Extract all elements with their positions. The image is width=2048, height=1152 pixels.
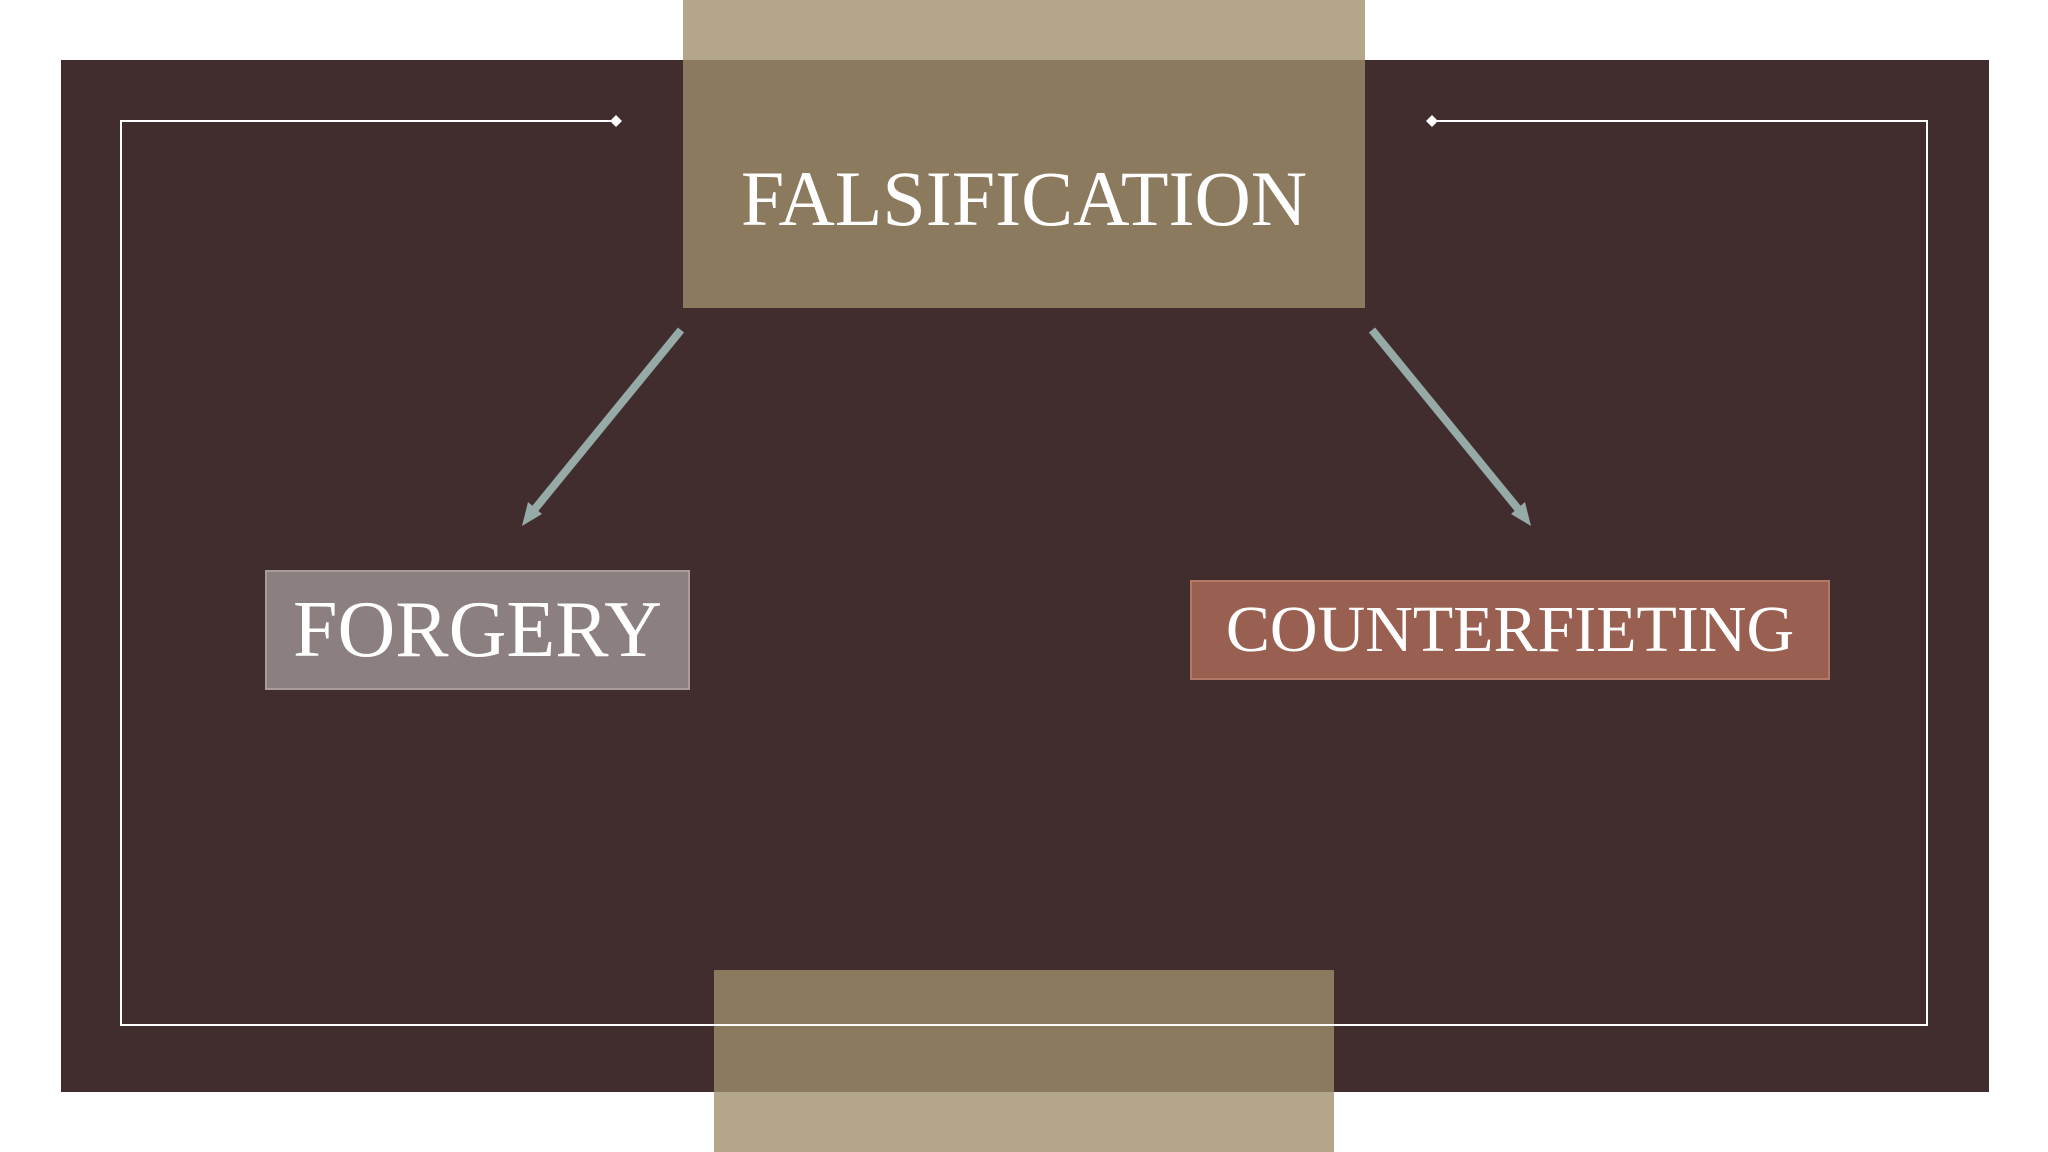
arrow-to-forgery xyxy=(530,327,685,513)
bottom-band-inner xyxy=(714,970,1334,1092)
arrow-head-counterfeiting xyxy=(1511,502,1531,526)
node-counterfeiting: COUNTERFIETING xyxy=(1190,580,1830,680)
frame-diamond-right xyxy=(1426,115,1438,127)
decorative-frame xyxy=(120,120,1928,1026)
frame-diamonds xyxy=(610,115,1438,127)
node-forgery-label: FORGERY xyxy=(293,586,662,674)
top-band-outer xyxy=(683,0,1365,60)
top-band-inner xyxy=(683,60,1365,308)
frame-diamond-left xyxy=(610,115,622,127)
bottom-band-outer xyxy=(714,1092,1334,1152)
arrow-head-forgery xyxy=(522,502,542,526)
arrow-to-counterfeiting xyxy=(1368,327,1523,513)
arrows xyxy=(522,327,1531,526)
frame-line xyxy=(120,120,1928,1026)
node-forgery: FORGERY xyxy=(265,570,690,690)
node-counterfeiting-label: COUNTERFIETING xyxy=(1225,593,1795,666)
diagram-title: FALSIFICATION xyxy=(740,155,1308,242)
